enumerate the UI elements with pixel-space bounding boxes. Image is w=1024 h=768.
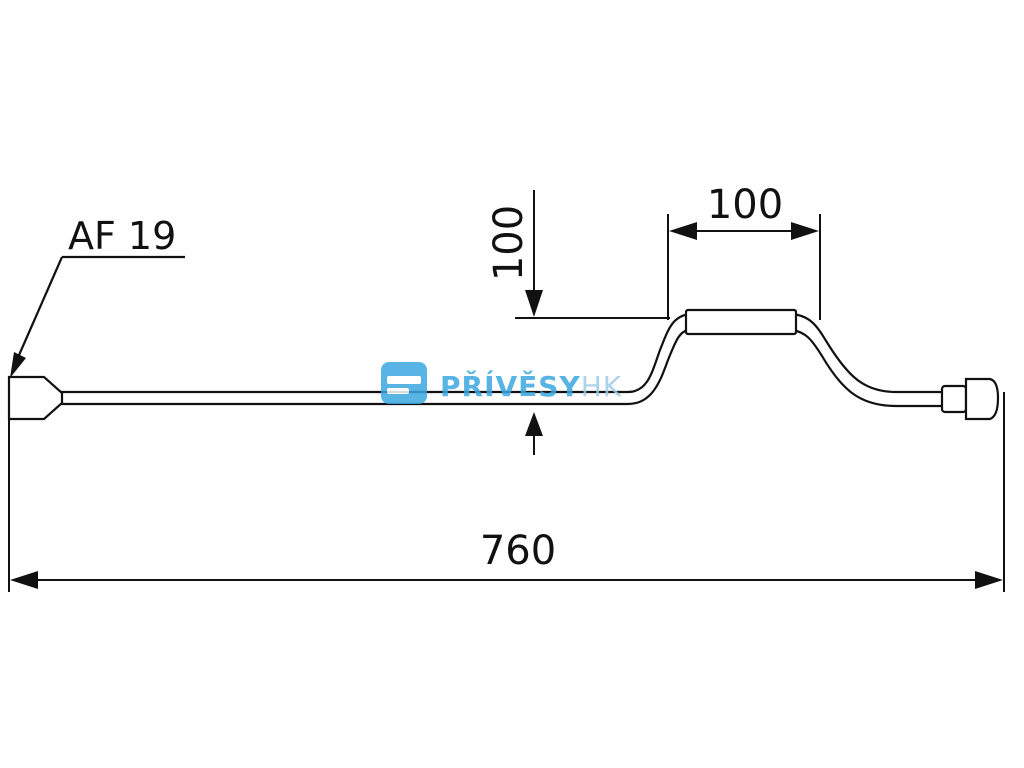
- overall-length-value: 760: [480, 528, 556, 574]
- arrow-height-bottom: [525, 412, 543, 436]
- overall-length-dimension: [8, 378, 1005, 592]
- arrow-overall-left: [10, 571, 38, 589]
- watermark-brand-main: PŘÍVĚSY: [440, 369, 581, 403]
- offset-width-dimension: [667, 214, 821, 320]
- arrow-height-top: [525, 290, 543, 317]
- right-fitting-collar: [940, 384, 968, 414]
- arrow-overall-right: [975, 571, 1003, 589]
- callout-label: AF 19: [68, 214, 176, 258]
- arrow-width-left: [669, 222, 697, 240]
- left-fitting: [7, 375, 64, 421]
- callout-leader: [14, 256, 64, 363]
- trailer-logo-icon: [381, 362, 427, 404]
- watermark: PŘÍVĚSYHK: [381, 362, 622, 404]
- right-fitting: [940, 377, 1000, 421]
- watermark-brand: PŘÍVĚSYHK: [440, 369, 622, 403]
- offset-width-value: 100: [707, 182, 783, 228]
- arrow-width-right: [791, 222, 819, 240]
- watermark-brand-suffix: HK: [581, 370, 622, 403]
- left-fitting-nut: [7, 375, 64, 421]
- offset-height-dimension: [515, 190, 670, 455]
- callout-arrowhead: [10, 352, 26, 378]
- offset-height-value: 100: [486, 205, 532, 281]
- protective-sleeve: [684, 308, 798, 336]
- right-fitting-nut: [964, 377, 1000, 421]
- af-callout: [14, 255, 185, 363]
